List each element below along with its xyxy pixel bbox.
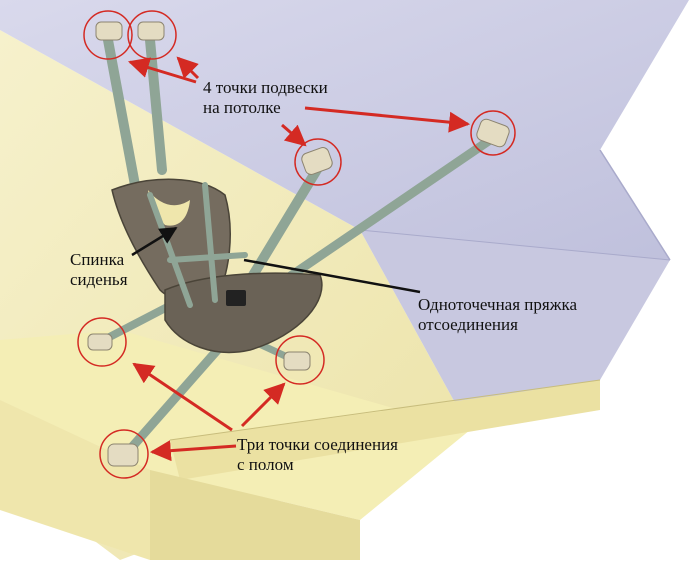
label-buckle-line2: отсоединения (418, 315, 577, 335)
label-ceiling-points: 4 точки подвески на потолке (203, 78, 328, 118)
label-floor-line2: с полом (237, 455, 398, 475)
label-seat-back: Спинка сиденья (70, 250, 128, 290)
label-ceiling-line1: 4 точки подвески (203, 78, 328, 98)
label-ceiling-line2: на потолке (203, 98, 328, 118)
buckle (226, 290, 246, 306)
label-seat-back-line2: сиденья (70, 270, 128, 290)
label-buckle-line1: Одноточечная пряжка (418, 295, 577, 315)
label-floor-line1: Три точки соединения (237, 435, 398, 455)
label-floor-points: Три точки соединения с полом (237, 435, 398, 475)
label-seat-back-line1: Спинка (70, 250, 128, 270)
label-buckle: Одноточечная пряжка отсоединения (418, 295, 577, 335)
